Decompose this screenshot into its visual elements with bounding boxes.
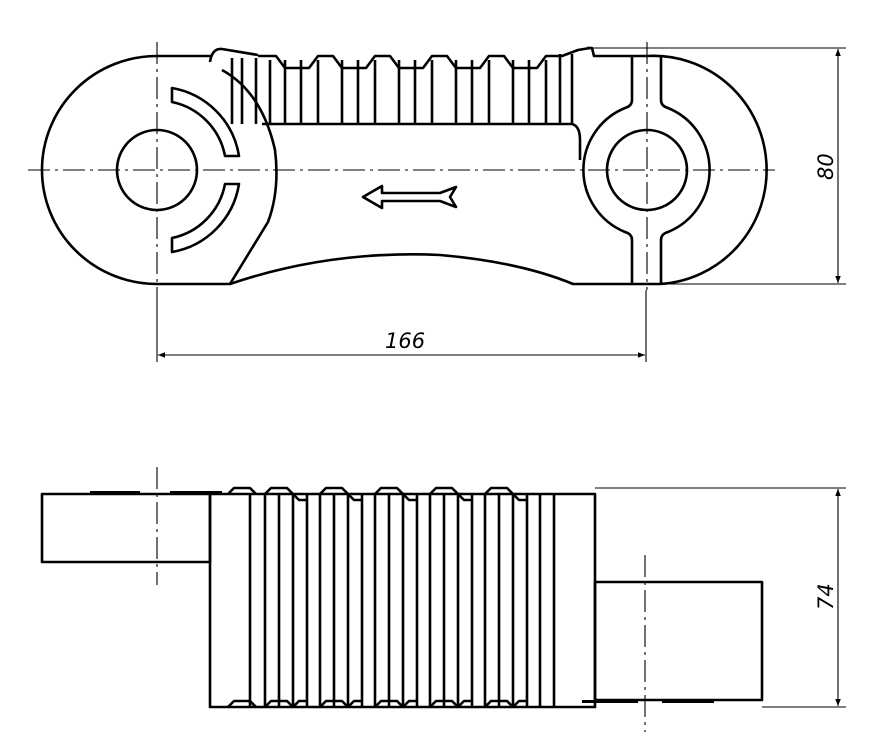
groove-top — [402, 493, 417, 502]
dimension-label-width: 80 — [814, 153, 838, 180]
side-view: 74 — [40, 467, 846, 732]
rib-crest-top — [374, 486, 404, 495]
top-view: 166 80 — [28, 42, 846, 362]
dimension-label-height: 74 — [814, 583, 838, 610]
right-lobe-top — [587, 46, 768, 286]
left-arc-slot-lower — [170, 182, 241, 254]
groove-top — [512, 493, 527, 502]
rib-crest-top — [429, 486, 459, 495]
groove-top — [347, 493, 362, 502]
tab-edge-mark — [170, 491, 222, 494]
rib-crest-top — [264, 486, 294, 495]
right-tab — [593, 580, 764, 702]
rib-crest-end — [227, 486, 257, 708]
rib-crest-top — [319, 486, 349, 495]
body-bottom-curve — [229, 253, 660, 286]
groove-bottom — [292, 699, 307, 708]
groove-bottom — [512, 699, 527, 708]
body-top-edge — [262, 122, 582, 160]
groove-bottom — [402, 699, 417, 708]
groove-bottom — [347, 699, 362, 708]
rib-crest-top — [484, 486, 514, 495]
left-arc-slot-upper — [170, 86, 241, 158]
tab-edge-mark — [582, 700, 638, 703]
left-lobe-edge — [221, 68, 278, 223]
left-arrow-icon — [361, 184, 458, 210]
dimension-label-length: 166 — [385, 329, 425, 353]
tab-edge-mark — [662, 700, 714, 703]
grip-top-outline — [208, 47, 259, 63]
groove-top — [457, 493, 472, 502]
tab-edge-mark — [90, 491, 140, 494]
left-tab — [40, 492, 212, 564]
grip-ribs-side — [227, 486, 556, 708]
rib-top-profile — [258, 46, 591, 70]
left-lobe-outline — [40, 54, 270, 286]
grip-ribs-top — [230, 46, 591, 124]
groove-top — [292, 493, 307, 502]
groove-bottom — [457, 699, 472, 708]
